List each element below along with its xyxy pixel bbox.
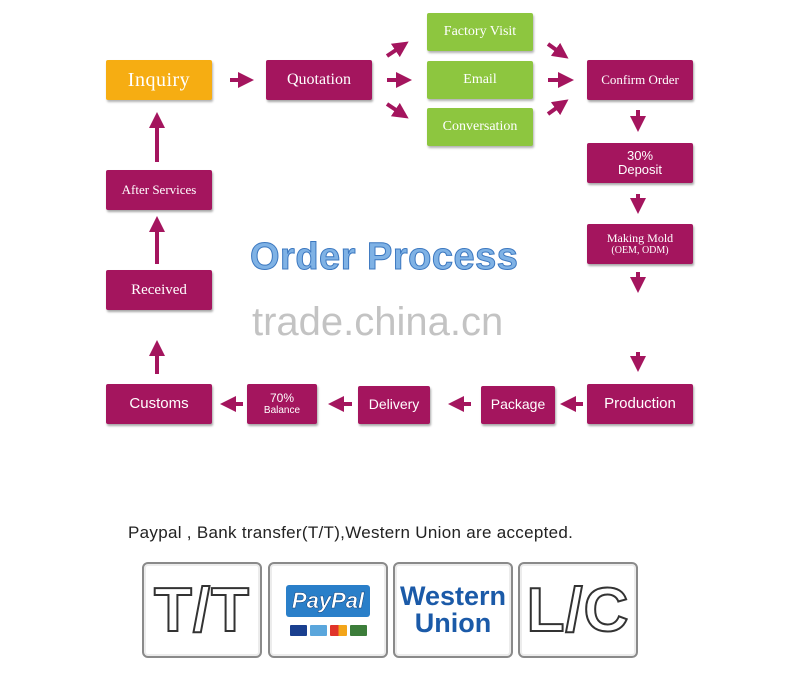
visa-icon	[289, 624, 307, 636]
step-customs-label: Customs	[129, 394, 189, 412]
step-balance-label: Balance	[263, 405, 301, 417]
step-factory-visit-label: Factory Visit	[443, 24, 517, 40]
step-balance: 70% Balance	[247, 384, 317, 424]
paypal-card: PayPal	[268, 562, 388, 658]
step-making-mold: Making Mold (OEM, ODM)	[587, 224, 693, 264]
tt-label: T/T	[153, 575, 250, 646]
diagram-title: Order Process	[249, 236, 519, 279]
step-factory-visit: Factory Visit	[427, 13, 533, 51]
arrow-factory-confirm	[546, 42, 569, 59]
step-quotation: Quotation	[266, 60, 372, 100]
step-email-label: Email	[463, 72, 497, 88]
step-conversation: Conversation	[427, 108, 533, 146]
step-production: Production	[587, 384, 693, 424]
step-deposit-pct: 30%	[626, 147, 654, 163]
step-delivery: Delivery	[358, 386, 430, 424]
arrow-quotation-conversation	[385, 102, 409, 119]
step-email: Email	[427, 61, 533, 99]
step-customs: Customs	[106, 384, 212, 424]
step-conversation-label: Conversation	[442, 119, 518, 135]
step-confirm-order-label: Confirm Order	[601, 71, 679, 87]
step-production-label: Production	[604, 394, 676, 412]
payment-note: Paypal , Bank transfer(T/T),Western Unio…	[128, 523, 574, 542]
lc-card: L/C	[518, 562, 638, 658]
western-union-line2: Union	[414, 608, 492, 638]
step-balance-pct: 70%	[269, 390, 295, 405]
step-quotation-label: Quotation	[287, 71, 351, 89]
step-package: Package	[481, 386, 555, 424]
arrow-conversation-confirm	[546, 99, 569, 116]
amex-icon	[309, 624, 327, 636]
step-received: Received	[106, 270, 212, 310]
paypal-logo: PayPal	[285, 584, 371, 617]
step-inquiry-label: Inquiry	[127, 69, 191, 91]
step-after-services-label: After Services	[121, 181, 197, 197]
step-inquiry: Inquiry	[106, 60, 212, 100]
step-delivery-label: Delivery	[368, 396, 420, 413]
western-union-line1: Western	[399, 581, 507, 611]
card-logos	[289, 624, 367, 636]
step-received-label: Received	[131, 281, 187, 298]
step-making-mold-label: Making Mold	[606, 230, 674, 245]
western-union-card: Western Union	[393, 562, 513, 658]
step-oem-odm-label: (OEM, ODM)	[611, 245, 669, 257]
arrow-quotation-factory	[385, 41, 409, 58]
step-after-services: After Services	[106, 170, 212, 210]
watermark: trade.china.cn	[252, 300, 504, 344]
discover-icon	[349, 624, 367, 636]
tt-card: T/T	[142, 562, 262, 658]
lc-label: L/C	[526, 575, 630, 646]
step-package-label: Package	[490, 396, 546, 413]
step-deposit: 30% Deposit	[587, 143, 693, 183]
step-deposit-label: Deposit	[617, 162, 663, 177]
step-confirm-order: Confirm Order	[587, 60, 693, 100]
mastercard-icon	[329, 624, 347, 636]
